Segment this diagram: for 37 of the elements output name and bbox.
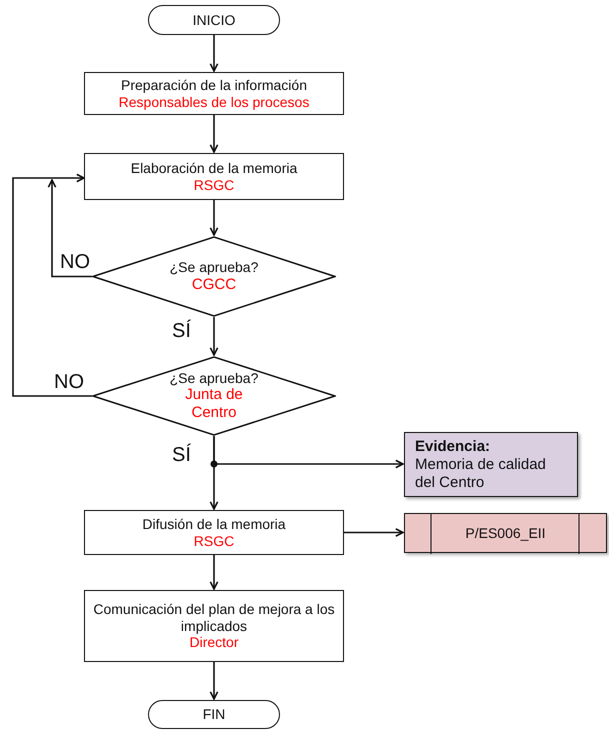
step-label: Comunicación del plan de mejora a los implicados (92, 600, 336, 634)
decision-diamond (92, 356, 336, 436)
role-label: RSGC (194, 176, 234, 194)
arrow (48, 179, 92, 278)
arrow (210, 436, 218, 510)
arrow (210, 662, 218, 700)
predefined-process-box (404, 513, 607, 553)
terminal-label: INICIO (192, 12, 236, 28)
role-label: Junta de Centro (184, 386, 244, 422)
evidence-text: Memoria de calidad del Centro (415, 456, 547, 492)
process-box (84, 510, 344, 555)
arrow (210, 115, 218, 153)
evidence-heading: Evidencia: (415, 438, 490, 456)
decision-diamond (92, 236, 336, 317)
role-label: Director (189, 634, 238, 652)
question-label: ¿Se aprueba? (170, 370, 258, 386)
step-label: Preparación de la información (121, 76, 307, 94)
process-code-label: P/ES006_EII (465, 524, 546, 542)
role-label: Responsables de los procesos (118, 94, 310, 110)
arrow (210, 200, 218, 236)
arrow (210, 317, 218, 356)
terminal-shape (148, 5, 280, 35)
terminal-shape (148, 700, 280, 729)
role-label: CGCC (192, 276, 236, 294)
arrow (344, 528, 404, 537)
evidence-box (404, 432, 578, 497)
terminal-label: FIN (202, 706, 226, 723)
step-label: Elaboración de la memoria (130, 160, 298, 176)
arrow (12, 174, 92, 397)
process-box (84, 153, 344, 200)
arrow (210, 555, 218, 590)
question-label: ¿Se aprueba? (170, 259, 258, 276)
step-label: Difusión de la memoria (142, 516, 286, 532)
process-box (84, 72, 344, 115)
role-label: RSGC (194, 532, 234, 550)
process-box (84, 590, 344, 662)
arrow (210, 35, 218, 72)
